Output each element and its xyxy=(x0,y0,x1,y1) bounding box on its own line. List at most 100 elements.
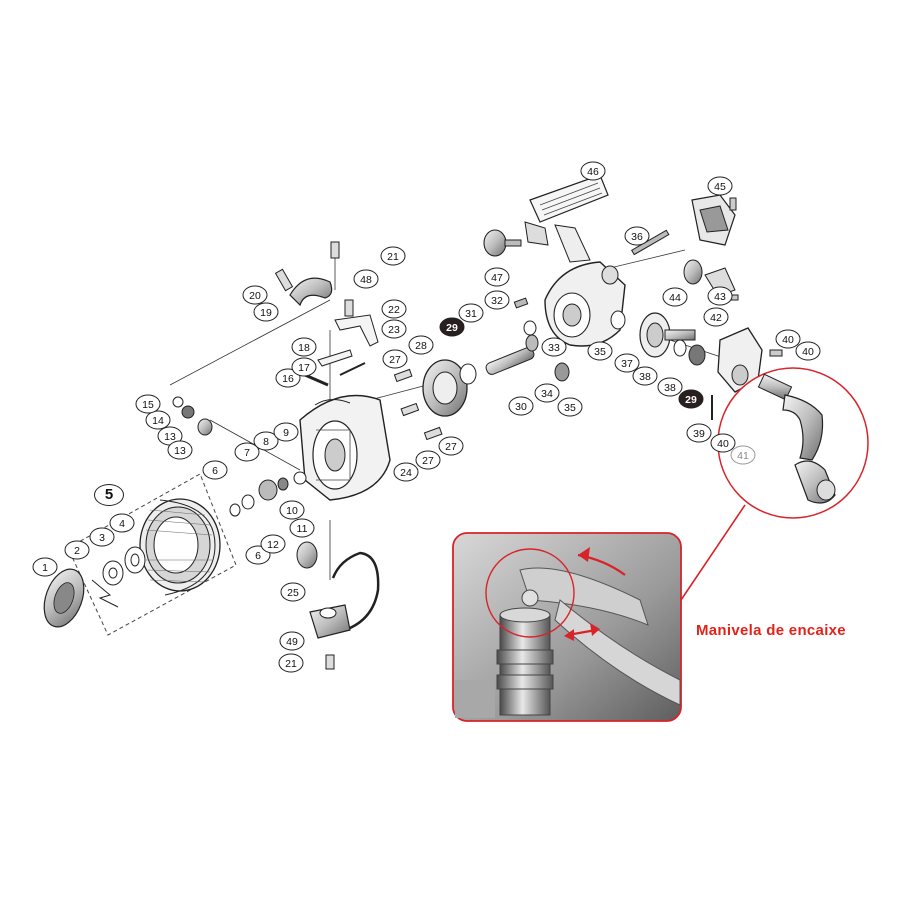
part-label-bubble xyxy=(291,337,317,357)
foot-stem xyxy=(524,174,609,263)
part-label-text: 1 xyxy=(42,562,48,574)
part-label-text: 27 xyxy=(422,455,434,467)
part-label-34: 34 xyxy=(534,383,560,403)
part-label-15: 15 xyxy=(135,394,161,414)
part-label-21: 21 xyxy=(278,653,304,673)
part-label-25: 25 xyxy=(280,582,306,602)
part-label-bubble xyxy=(64,540,90,560)
part-label-text: 3 xyxy=(99,532,105,544)
part-label-37: 37 xyxy=(614,353,640,373)
part-label-text: 27 xyxy=(445,441,457,453)
part-label-text: 29 xyxy=(446,322,458,334)
part-label-33: 33 xyxy=(541,337,567,357)
part-label-bubble xyxy=(795,341,821,361)
part-label-49: 49 xyxy=(279,631,305,651)
part-label-bubble xyxy=(703,307,729,327)
part-label-text: 13 xyxy=(174,445,186,457)
part-label-bubble xyxy=(234,442,260,462)
part-label-6: 6 xyxy=(202,460,228,480)
part-label-48: 48 xyxy=(353,269,379,289)
part-label-13: 13 xyxy=(167,440,193,460)
part-label-text: 31 xyxy=(465,308,477,320)
part-label-10: 10 xyxy=(279,500,305,520)
part-label-text: 29 xyxy=(685,394,697,406)
part-label-32: 32 xyxy=(484,290,510,310)
part-label-46: 46 xyxy=(580,161,606,181)
spool xyxy=(139,498,221,596)
part-label-27: 27 xyxy=(382,349,408,369)
part-label-29: 29 xyxy=(439,317,465,337)
part-label-text: 43 xyxy=(714,291,726,303)
part-label-text: 24 xyxy=(400,467,412,479)
part-label-bubble xyxy=(278,653,304,673)
part-label-text: 10 xyxy=(286,505,298,517)
part-label-text: 8 xyxy=(263,436,269,448)
part-label-text: 46 xyxy=(587,166,599,178)
part-label-text: 4 xyxy=(119,518,125,530)
washers-small xyxy=(91,546,146,608)
part-label-bubble xyxy=(686,423,712,443)
part-label-28: 28 xyxy=(408,335,434,355)
part-label-39: 39 xyxy=(686,423,712,443)
part-label-bubble xyxy=(730,445,756,465)
part-label-14: 14 xyxy=(145,410,171,430)
part-label-bubble xyxy=(382,349,408,369)
part-label-42: 42 xyxy=(703,307,729,327)
part-label-44: 44 xyxy=(662,287,688,307)
part-label-text: 49 xyxy=(286,636,298,648)
part-label-bubble xyxy=(279,631,305,651)
part-label-text: 32 xyxy=(491,295,503,307)
part-label-41: 41 xyxy=(730,445,756,465)
part-label-text: 35 xyxy=(564,402,576,414)
part-label-29: 29 xyxy=(678,389,704,409)
part-label-31: 31 xyxy=(458,303,484,323)
part-label-bubble xyxy=(707,176,733,196)
part-label-19: 19 xyxy=(253,302,279,322)
part-label-text: 40 xyxy=(802,346,814,358)
part-label-bubble xyxy=(280,582,306,602)
part-label-text: 20 xyxy=(249,290,261,302)
part-label-45: 45 xyxy=(707,176,733,196)
part-label-bubble xyxy=(289,518,315,538)
part-label-3: 3 xyxy=(89,527,115,547)
drag-knob xyxy=(43,568,85,628)
part-label-text: 33 xyxy=(548,342,560,354)
part-label-text: 45 xyxy=(714,181,726,193)
part-label-bubble xyxy=(710,433,736,453)
part-label-text: 21 xyxy=(387,251,399,263)
part-label-1: 1 xyxy=(32,557,58,577)
stacked-washers-left xyxy=(172,396,307,517)
part-label-36: 36 xyxy=(624,226,650,246)
part-label-text: 22 xyxy=(388,304,400,316)
bail-lower-bracket xyxy=(309,604,351,639)
part-label-text: 44 xyxy=(669,292,681,304)
part-label-12: 12 xyxy=(260,534,286,554)
part-label-11: 11 xyxy=(289,518,315,538)
bearings-38 xyxy=(610,310,706,366)
part-label-text: 14 xyxy=(152,415,164,427)
part-label-bubble xyxy=(484,267,510,287)
bail-upper-arm xyxy=(289,277,333,307)
part-label-text: 37 xyxy=(621,358,633,370)
line-roller xyxy=(296,541,318,569)
part-label-bubble xyxy=(275,368,301,388)
part-label-text: 7 xyxy=(244,447,250,459)
part-label-bubble xyxy=(291,357,317,377)
part-label-35: 35 xyxy=(587,341,613,361)
part-number-labels: 1234667891011121313141516171819202121222… xyxy=(32,161,821,673)
part-label-9: 9 xyxy=(273,422,299,442)
part-label-text: 21 xyxy=(285,658,297,670)
part-label-bubble xyxy=(89,527,115,547)
gear-chain-center xyxy=(513,297,570,382)
part-label-bubble xyxy=(614,353,640,373)
part-label-38: 38 xyxy=(632,366,658,386)
part-label-text: 9 xyxy=(283,427,289,439)
part-label-bubble xyxy=(253,302,279,322)
part-label-bubble xyxy=(109,513,135,533)
part-label-bubble xyxy=(508,396,534,416)
part-label-text: 6 xyxy=(255,550,261,562)
part-label-text: 23 xyxy=(388,324,400,336)
part-label-text: 12 xyxy=(267,539,279,551)
part-label-17: 17 xyxy=(291,357,317,377)
part-label-text: 25 xyxy=(287,587,299,599)
